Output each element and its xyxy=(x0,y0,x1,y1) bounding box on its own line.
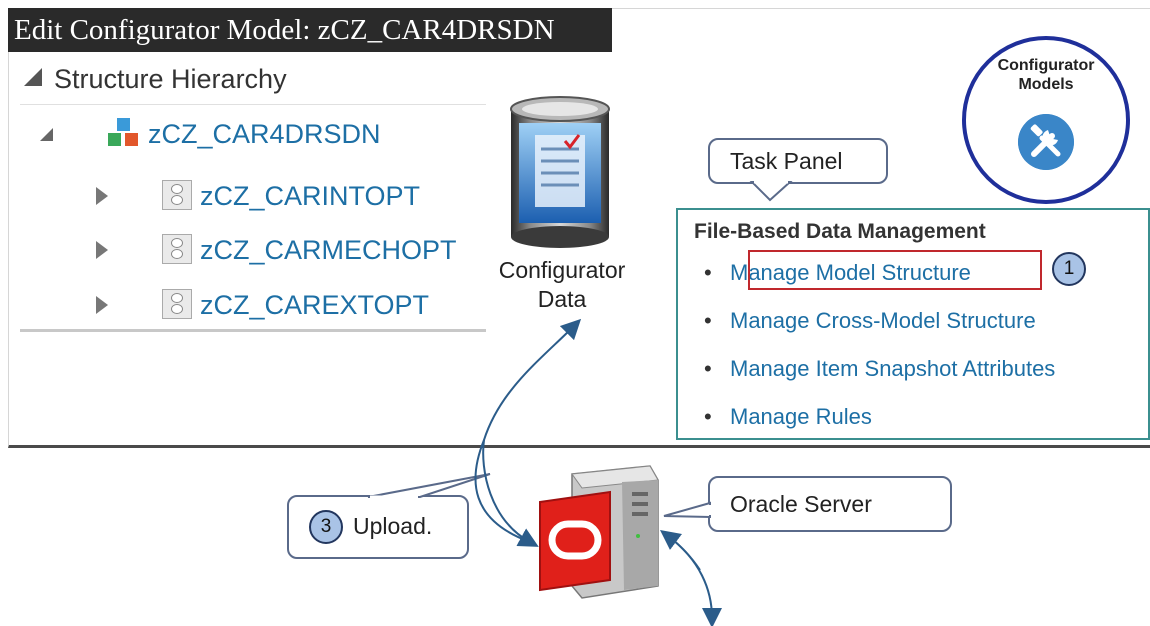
collapse-triangle-icon[interactable] xyxy=(40,128,53,141)
upload-callout: 3 Upload. xyxy=(287,495,469,559)
expand-triangle-icon[interactable] xyxy=(96,241,108,259)
collapse-triangle-icon[interactable] xyxy=(24,68,42,86)
section-title: File-Based Data Management xyxy=(694,220,986,243)
task-link-manage-rules[interactable]: Manage Rules xyxy=(704,404,872,430)
tools-icon xyxy=(1018,114,1074,170)
page-title: Edit Configurator Model: zCZ_CAR4DRSDN xyxy=(8,8,612,52)
task-link-manage-cross-model-structure[interactable]: Manage Cross-Model Structure xyxy=(704,308,1036,334)
tree-child-label[interactable]: zCZ_CAREXTOPT xyxy=(200,290,430,320)
structure-hierarchy-tree xyxy=(20,104,486,332)
step-3-marker: 3 xyxy=(309,510,343,544)
model-structure-icon xyxy=(108,118,140,150)
expand-triangle-icon[interactable] xyxy=(96,296,108,314)
task-link-manage-model-structure[interactable]: Manage Model Structure xyxy=(704,260,971,286)
tree-child-label[interactable]: zCZ_CARMECHOPT xyxy=(200,235,457,265)
database-icon xyxy=(510,96,610,248)
tree-root-label[interactable]: zCZ_CAR4DRSDN xyxy=(148,119,381,149)
structure-hierarchy-header[interactable]: Structure Hierarchy xyxy=(24,64,287,95)
task-link-manage-item-snapshot-attributes[interactable]: Manage Item Snapshot Attributes xyxy=(704,356,1055,382)
expand-triangle-icon[interactable] xyxy=(96,187,108,205)
option-class-icon xyxy=(162,180,192,210)
step-1-marker: 1 xyxy=(1052,252,1086,286)
configurator-data-label: Configurator Data xyxy=(498,257,626,312)
tree-child-label[interactable]: zCZ_CARINTOPT xyxy=(200,181,421,211)
option-class-icon xyxy=(162,234,192,264)
configurator-models-badge: Configurator Models xyxy=(962,36,1130,204)
highlight-box xyxy=(748,250,1042,290)
badge-title: Configurator Models xyxy=(997,57,1095,93)
structure-hierarchy-label: Structure Hierarchy xyxy=(54,64,287,94)
option-class-icon xyxy=(162,289,192,319)
oracle-server-icon xyxy=(539,465,659,599)
task-panel: File-Based Data Management Manage Model … xyxy=(676,208,1150,440)
task-panel-callout: Task Panel xyxy=(708,138,888,184)
oracle-server-callout: Oracle Server xyxy=(708,476,952,532)
